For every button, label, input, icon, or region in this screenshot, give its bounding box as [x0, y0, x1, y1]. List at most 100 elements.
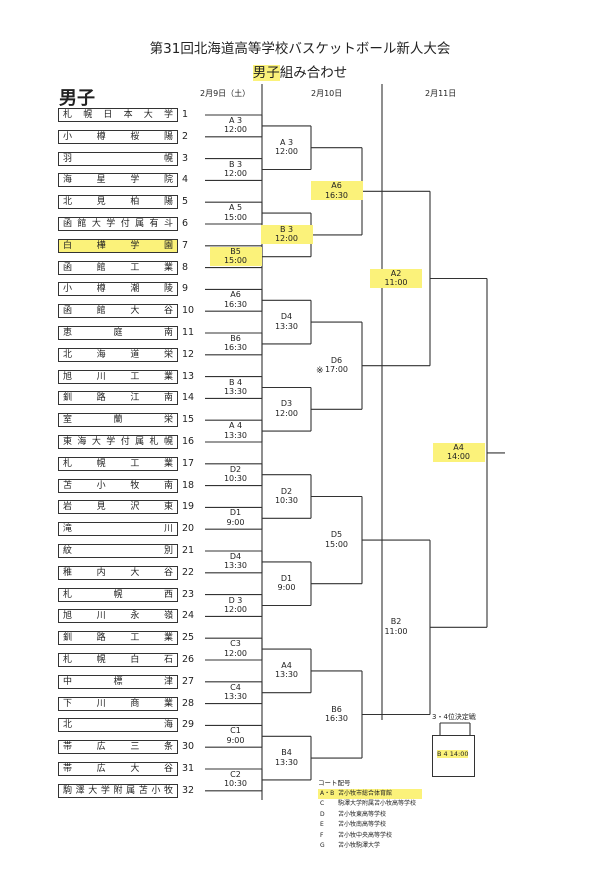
team-name: 札幌白石: [58, 653, 178, 667]
team-name: 小樽潮陵: [58, 282, 178, 297]
match-time: 16:30: [223, 299, 248, 309]
team-number: 28: [182, 697, 195, 709]
match-court: A 3: [279, 137, 294, 147]
day-header-feb10: 2月10日: [311, 89, 343, 98]
team-number: 15: [182, 414, 195, 426]
team-number: 2: [182, 130, 189, 142]
match-time: 13:30: [223, 692, 248, 702]
legend-header: コート配号: [318, 779, 351, 787]
match-court: D4: [229, 551, 242, 561]
match-court: D5: [330, 530, 343, 540]
team-number: 7: [182, 239, 189, 251]
team-name: 中標津: [58, 674, 178, 689]
match-time: 9:00: [277, 583, 296, 593]
match-time: 12:00: [260, 234, 313, 244]
team-name: 白樺学園: [58, 238, 178, 253]
match-court: A6: [230, 290, 241, 300]
match-court: A2: [370, 268, 422, 278]
match-court: C2: [230, 769, 241, 779]
team-number: 25: [182, 632, 195, 644]
team-name: 滝 川: [58, 522, 178, 537]
match-time: 15:00: [209, 256, 262, 266]
match-time: 16:30: [223, 343, 248, 353]
match-time: 9:00: [226, 735, 245, 745]
team-number: 13: [182, 370, 195, 382]
match-time: 13:30: [223, 561, 248, 571]
match-time: 11:00: [384, 626, 408, 636]
team-name: 釧路江南: [58, 391, 178, 406]
bracket-subtitle: 男子組み合わせ: [0, 61, 600, 81]
match-court: D1: [280, 573, 293, 583]
team-name: 小樽桜陽: [58, 129, 178, 144]
match-court: B 3: [228, 159, 243, 169]
third-place-slot: B 4 14:00: [437, 750, 469, 758]
team-name: 帯広三条: [58, 740, 178, 755]
legend-text: 苫小牧東高等学校: [338, 810, 387, 818]
match-time: 15:00: [223, 212, 248, 222]
team-number: 1: [182, 109, 189, 120]
team-name: 紋 別: [58, 544, 178, 558]
match-court: B6: [331, 704, 342, 714]
legend-text: 苫小牧南高等学校: [338, 821, 387, 828]
match-time: 16:30: [324, 714, 349, 723]
match-court: C4: [230, 682, 241, 692]
legend-text: 苫小牧中央高等学校: [338, 831, 393, 839]
team-name: 旭川工業: [58, 369, 178, 384]
day-header-feb11: 2月11日: [425, 89, 457, 98]
match-time: 12:00: [274, 408, 299, 418]
team-number: 23: [182, 588, 195, 600]
team-number: 24: [182, 610, 195, 622]
team-name: 海星学院: [58, 173, 178, 188]
team-name: 室蘭栄: [58, 413, 178, 428]
team-number: 19: [182, 501, 195, 513]
team-number: 9: [182, 283, 189, 295]
legend-key: G: [320, 842, 325, 849]
match-time: 12:00: [223, 169, 248, 178]
third-place-box: B 4 14:00: [432, 735, 475, 777]
match-court: A 5: [228, 203, 243, 213]
legend-key: C: [320, 800, 325, 807]
match-time: 13:30: [274, 757, 299, 767]
team-name: 函館大学付属有斗: [58, 217, 178, 231]
match-court: C1: [230, 726, 241, 736]
match-time: 12:00: [223, 125, 248, 135]
team-number: 17: [182, 457, 195, 469]
team-name: 函館工業: [58, 260, 178, 275]
match-court: D2: [229, 464, 242, 474]
match-court: B2: [390, 617, 402, 627]
team-number: 6: [182, 218, 189, 229]
match-court: D1: [229, 508, 242, 518]
team-number: 16: [182, 436, 195, 447]
team-name: 北海道栄: [58, 347, 178, 362]
team-number: 5: [182, 196, 189, 208]
match-time: 17:00: [324, 365, 349, 375]
team-name: 函館大谷: [58, 304, 178, 319]
subtitle-highlight: 男子: [252, 65, 280, 81]
match-time: 13:30: [223, 387, 248, 396]
